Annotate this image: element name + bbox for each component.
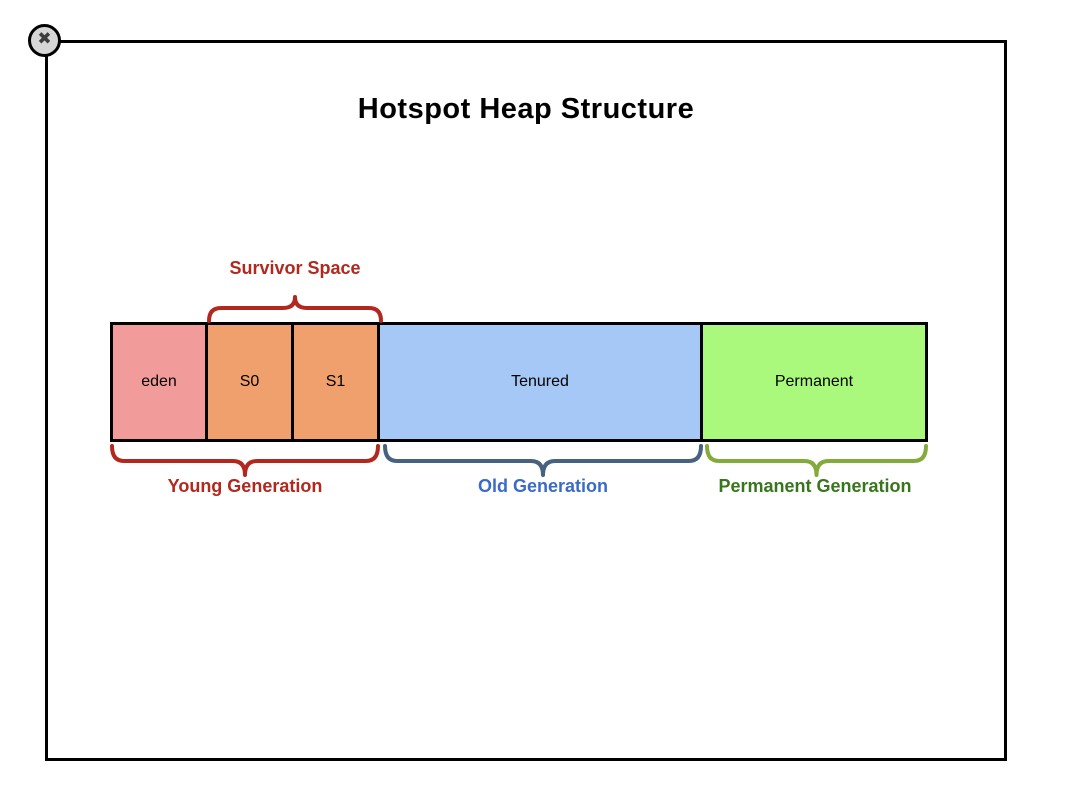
survivor-space-brace: [207, 295, 383, 323]
close-icon: ✖: [37, 29, 52, 49]
permanent-generation-brace: [705, 444, 928, 477]
region-s0-label: S0: [239, 373, 260, 390]
young-generation-label: Young Generation: [167, 476, 323, 496]
young-generation-brace: [110, 444, 380, 477]
old-generation-brace: [383, 444, 703, 477]
region-s1: S1: [291, 322, 380, 442]
diagram-title: Hotspot Heap Structure: [357, 93, 695, 125]
region-permanent: Permanent: [700, 322, 928, 442]
close-button[interactable]: ✖: [28, 24, 61, 57]
region-permanent-label: Permanent: [774, 373, 854, 390]
survivor-space-label: Survivor Space: [229, 258, 361, 278]
old-generation-label: Old Generation: [477, 476, 609, 496]
region-tenured-label: Tenured: [511, 373, 569, 390]
permanent-generation-label: Permanent Generation: [718, 476, 912, 496]
region-s0: S0: [205, 322, 294, 442]
region-s1-label: S1: [325, 373, 346, 390]
region-eden: eden: [110, 322, 208, 442]
region-eden-label: eden: [141, 373, 177, 390]
region-tenured: Tenured: [377, 322, 703, 442]
